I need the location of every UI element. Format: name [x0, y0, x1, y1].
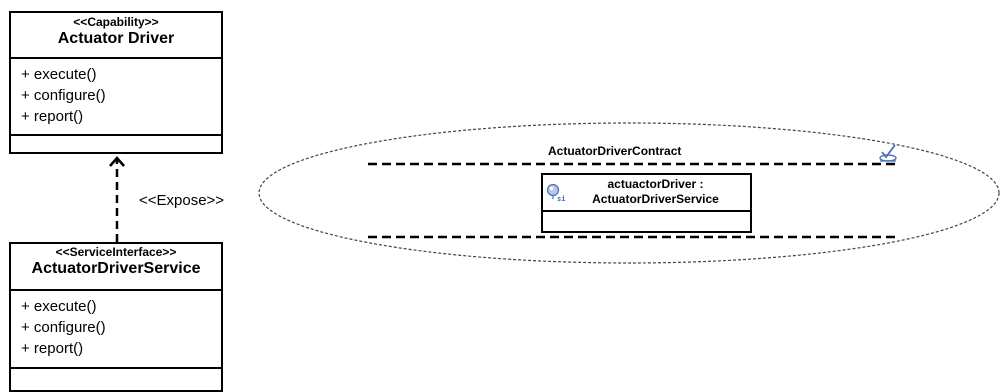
collaboration-part-box[interactable]: si actuactorDriver : ActuatorDriverServi… [541, 173, 752, 233]
capability-operation-execute[interactable]: + execute() [21, 66, 97, 83]
collaboration-checkmark-icon [879, 144, 897, 162]
service-interface-attributes-compartment [11, 367, 221, 369]
service-interface-class-name: ActuatorDriverService [31, 260, 201, 277]
capability-class-header: <<Capability>> Actuator Driver [11, 13, 221, 57]
capability-attributes-compartment [11, 134, 221, 154]
svg-text:si: si [557, 195, 565, 202]
service-interface-operations: + execute() + configure() + report() [11, 289, 221, 367]
diagram-canvas [109, 122, 1000, 264]
service-interface-operation-execute[interactable]: + execute() [21, 298, 97, 315]
capability-operation-report[interactable]: + report() [21, 108, 84, 125]
interface-part-icon: si [546, 183, 565, 202]
service-interface-class-box[interactable]: <<ServiceInterface>> ActuatorDriverServi… [9, 242, 223, 392]
capability-class-box[interactable]: <<Capability>> Actuator Driver + execute… [9, 11, 223, 154]
service-interface-operation-configure[interactable]: + configure() [21, 319, 106, 336]
collaboration-name: ActuatorDriverContract [548, 144, 682, 158]
collaboration-part-header: si actuactorDriver : ActuatorDriverServi… [543, 175, 750, 212]
collaboration-ellipse[interactable] [258, 122, 1000, 264]
service-interface-operation-report[interactable]: + report() [21, 340, 84, 357]
service-interface-stereotype: <<ServiceInterface>> [55, 245, 177, 259]
capability-operations: + execute() + configure() + report() [11, 57, 221, 134]
expose-dependency-label: <<Expose>> [139, 192, 225, 209]
capability-class-name: Actuator Driver [57, 30, 175, 47]
collaboration-part-name-line2: ActuatorDriverService [592, 192, 719, 206]
service-interface-class-header: <<ServiceInterface>> ActuatorDriverServi… [11, 244, 221, 289]
expose-dependency-arrowhead [109, 156, 125, 167]
capability-operation-configure[interactable]: + configure() [21, 87, 106, 104]
collaboration-part-name-line1: actuactorDriver : [607, 177, 704, 191]
capability-stereotype: <<Capability>> [73, 15, 159, 29]
